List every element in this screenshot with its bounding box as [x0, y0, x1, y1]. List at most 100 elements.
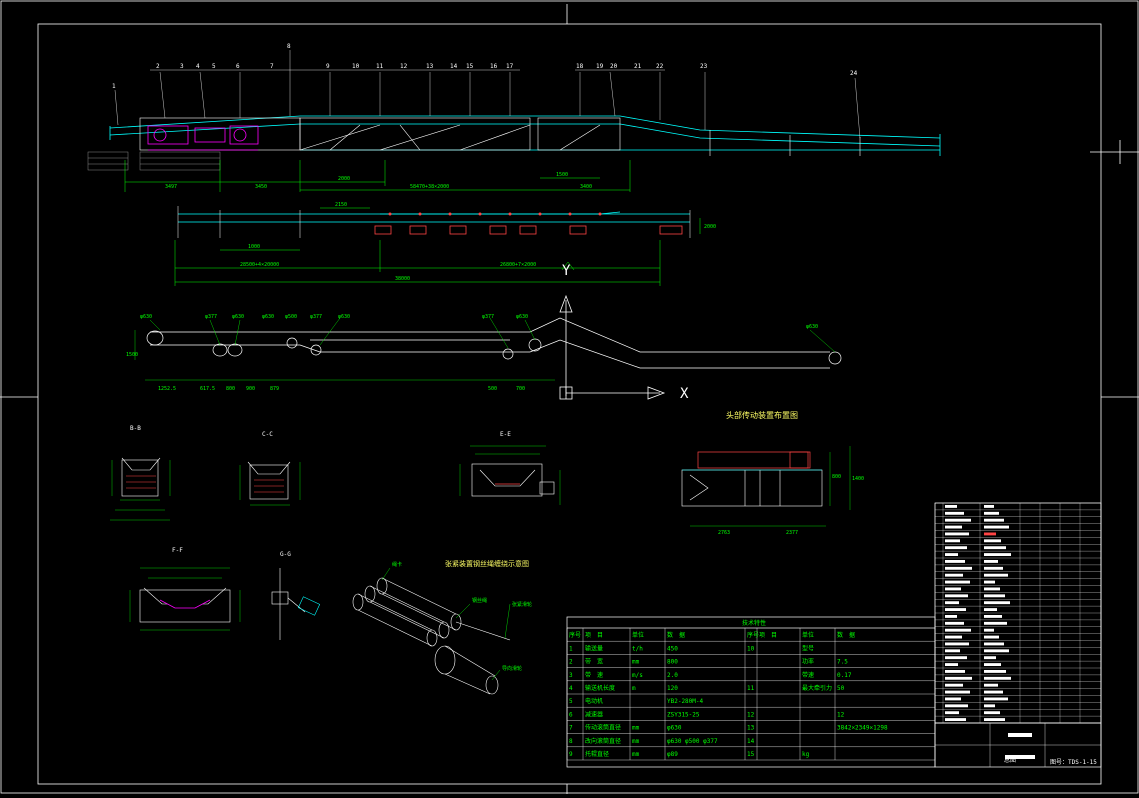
diagram-title: 张紧装置钢丝绳缠绕示意图 [445, 559, 529, 568]
drawing-title: 总图 [1004, 756, 1016, 764]
part-tag: 17 [506, 63, 514, 70]
table-title: 技术特性 [742, 619, 766, 627]
part-tag: 3 [180, 63, 184, 70]
table-cell: 14 [747, 738, 755, 745]
dim-label: 1500 [556, 172, 568, 178]
part-leaders [114, 50, 861, 139]
elevation-dimensions [124, 160, 631, 192]
callout: 张紧滑轮 [512, 601, 532, 608]
table-cell: 4 [569, 685, 573, 692]
section-b-b: B-B [110, 425, 171, 521]
dim-label: 38000 [395, 276, 410, 282]
table-header: 项 目 [759, 632, 777, 639]
table-cell: mm [632, 751, 640, 758]
table-cell: 1 [569, 645, 573, 652]
section-g-g: G-G [271, 551, 321, 640]
table-cell: 托辊直径 [585, 750, 609, 758]
pulley-label: φ630 [516, 314, 528, 320]
parts-list [934, 502, 1102, 724]
dim-label: 800 [226, 386, 235, 392]
dim-label: 2763 [718, 530, 730, 536]
part-tag: 12 [400, 63, 408, 70]
table-cell: φ89 [667, 751, 678, 758]
dim-label: 58470+38×2000 [410, 184, 449, 190]
title-block: 总图 图号：TDS-1-15 [934, 722, 1102, 768]
section-label: F-F [172, 547, 183, 554]
dim-label: 800 [832, 474, 841, 480]
table-header: 序号 [569, 631, 581, 639]
part-tag: 20 [610, 63, 618, 70]
table-cell: m/s [632, 672, 643, 679]
part-tag: 16 [490, 63, 498, 70]
table-cell: 最大牵引力 [802, 684, 832, 692]
pulley-label: φ630 [262, 314, 274, 320]
table-cell: mm [632, 725, 640, 732]
callout: 导向滑轮 [502, 665, 522, 672]
table-cell: 5 [569, 698, 573, 705]
conveyor-plan-view: 2150 1000 2000 28500+4×20000 26800+7×200… [174, 202, 716, 286]
part-tag: 6 [236, 63, 240, 70]
part-tag: 22 [656, 63, 664, 70]
plan-rollers [374, 225, 683, 235]
drawing-number: 图号：TDS-1-15 [1050, 759, 1097, 766]
table-cell: 带 速 [585, 671, 603, 679]
table-cell: 7 [569, 725, 573, 732]
diagram-title: 头部传动装置布置图 [726, 410, 798, 420]
table-cell: 8 [569, 738, 573, 745]
dim-label: 879 [270, 386, 279, 392]
part-tag: 7 [270, 63, 274, 70]
section-e-e: E-E [459, 431, 561, 505]
table-cell: 6 [569, 711, 573, 718]
table-cell: m [632, 685, 636, 692]
dim-label: 2150 [335, 202, 347, 208]
frame-members [139, 117, 861, 156]
table-cell: 3 [569, 672, 573, 679]
dim-label: 617.5 [200, 386, 215, 392]
axis-y-label: Y [562, 263, 571, 279]
table-cell: 11 [747, 685, 755, 692]
dim-label: 1400 [852, 476, 864, 482]
table-header: 数 据 [837, 631, 855, 639]
part-tag: 13 [426, 63, 434, 70]
belt-winding-layout: X Y φ630 φ377 φ630 φ630 φ500 φ377 φ630 φ… [126, 263, 842, 402]
table-cell: 2 [569, 659, 573, 666]
dim-label: 500 [488, 386, 497, 392]
part-tag: 11 [376, 63, 384, 70]
table-cell: 3842×2349×1298 [837, 725, 888, 732]
table-cell: 型号 [802, 644, 814, 652]
pulley-label: φ630 [232, 314, 244, 320]
foundation-hatch [87, 151, 221, 171]
table-cell: 0.17 [837, 672, 852, 679]
section-label: E-E [500, 431, 511, 438]
pulley-label: φ377 [310, 314, 322, 320]
axis-x-label: X [680, 386, 689, 402]
table-cell: kg [802, 751, 810, 758]
table-header: 单位 [802, 631, 814, 639]
table-cell: 减速器 [585, 710, 603, 718]
callout: 钢丝绳 [472, 597, 487, 604]
table-cell: 50 [837, 685, 845, 692]
dim-label: 700 [516, 386, 525, 392]
table-cell: 120 [667, 685, 678, 692]
table-cell: 传动滚筒直径 [585, 724, 621, 732]
section-c-c: C-C [239, 431, 301, 506]
table-cell: YB2-280M-4 [667, 698, 704, 705]
table-header: 数 据 [667, 631, 685, 639]
part-tag: 9 [326, 63, 330, 70]
table-cell: 13 [747, 725, 755, 732]
part-tag: 18 [576, 63, 584, 70]
table-cell: 2.0 [667, 672, 678, 679]
table-cell: 12 [747, 711, 755, 718]
drive-assembly [147, 125, 259, 151]
part-tag: 23 [700, 63, 708, 70]
conveyor-elevation-view: 1 2 3 4 5 6 7 8 9 10 11 12 13 14 15 16 1… [87, 43, 941, 192]
section-f-f: F-F [129, 547, 241, 631]
table-cell: φ630 [667, 725, 682, 732]
part-tag: 8 [287, 43, 291, 50]
dim-label: 1252.5 [158, 386, 176, 392]
table-cell: 10 [747, 645, 755, 652]
